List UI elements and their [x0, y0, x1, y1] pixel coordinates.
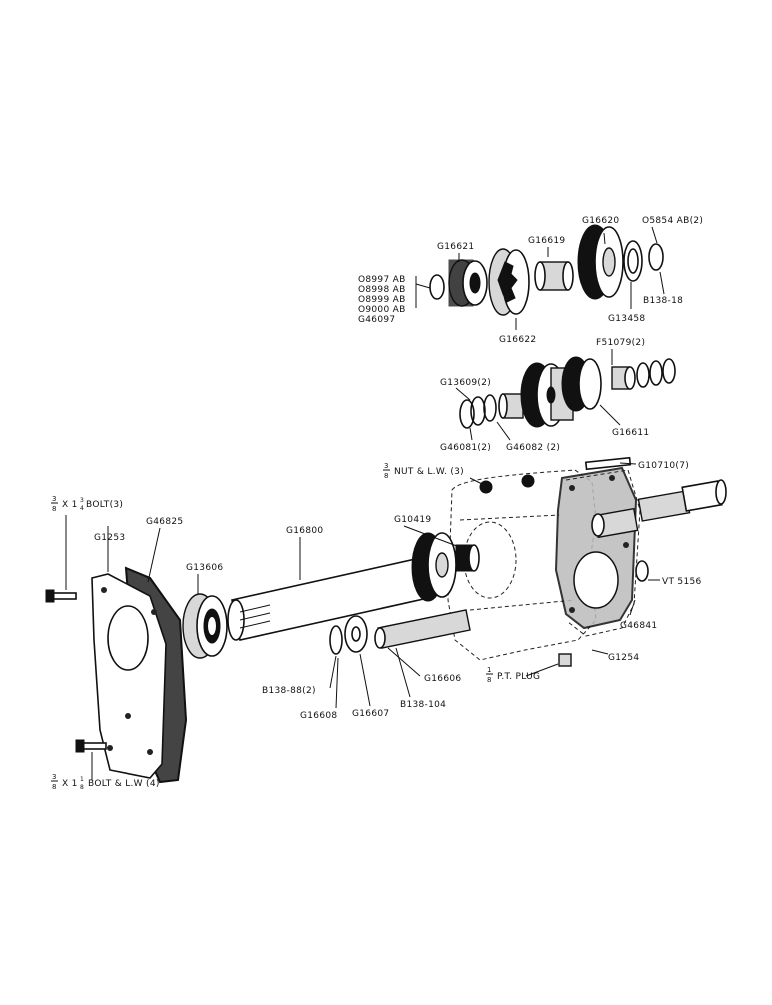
label-bolt4-fnum: 1 — [80, 776, 84, 783]
snap-ring-b138-18 — [648, 243, 664, 271]
label-bolt4-num: 3 — [52, 773, 57, 781]
label-bolt4-den: 8 — [52, 783, 57, 791]
label-b138-18: B138-18 — [643, 296, 683, 306]
label-g1253: G1253 — [94, 533, 125, 543]
label-bolt3-x: X 1 — [62, 500, 78, 510]
label-g46841: G46841 — [620, 621, 657, 631]
label-g16622: G16622 — [499, 335, 536, 345]
label-nut-num: 3 — [384, 462, 389, 470]
washer-g16608 — [329, 625, 343, 655]
label-g46082: G46082 (2) — [506, 443, 560, 453]
label-o9000: O9000 AB — [358, 305, 406, 315]
part-labels: G16620 O5854 AB(2) G16621 G16619 O8997 A… — [51, 216, 703, 791]
label-g16621: G16621 — [437, 242, 474, 252]
label-vt5156: VT 5156 — [662, 577, 702, 587]
bearing-g13458 — [623, 240, 643, 282]
label-g10710: G10710(7) — [638, 461, 689, 471]
label-g13606: G13606 — [186, 563, 223, 573]
bearing-g10419 — [455, 544, 480, 572]
bolt-upper — [45, 589, 77, 603]
label-nut: NUT & L.W. (3) — [394, 467, 464, 477]
plug — [558, 653, 572, 667]
gasket-g46841 — [554, 466, 638, 630]
label-g16619: G16619 — [528, 236, 565, 246]
roller-f51079 — [611, 366, 636, 390]
label-g46097: G46097 — [358, 315, 395, 325]
bearing-g13606 — [182, 593, 228, 659]
shaft-g16800 — [227, 557, 429, 641]
label-plug: P.T. PLUG — [497, 672, 540, 682]
label-bolt3-num: 3 — [52, 495, 57, 503]
label-bolt4-fden: 8 — [80, 784, 84, 791]
idler-shaft-g16606 — [374, 609, 471, 649]
label-bolt3-fden: 4 — [80, 505, 84, 512]
bolt-lower — [75, 739, 107, 753]
clutch-g16622 — [488, 248, 530, 316]
label-g13458: G13458 — [608, 314, 645, 324]
cover-g1253 — [91, 573, 167, 779]
label-f51079: F51079(2) — [596, 338, 645, 348]
washer-g16607 — [344, 615, 368, 653]
label-o8999: O8999 AB — [358, 295, 406, 305]
washer-g46082 — [483, 394, 497, 422]
washer-g46081 — [459, 396, 486, 429]
label-o8998: O8998 AB — [358, 285, 406, 295]
label-o8997: O8997 AB — [358, 275, 406, 285]
gear-cluster-g16611 — [520, 356, 602, 428]
label-o5854: O5854 AB(2) — [642, 216, 703, 226]
snap-ring-left — [429, 274, 445, 300]
label-bolt4: BOLT & L.W (4) — [88, 779, 160, 789]
label-bolt3-fnum: 3 — [80, 497, 84, 504]
roller-g13609 — [498, 393, 524, 419]
sleeve-g16619 — [534, 261, 574, 291]
leader-lines — [65, 226, 665, 780]
label-bolt4-x: X 1 — [62, 779, 78, 789]
label-g16620: G16620 — [582, 216, 619, 226]
label-g46825: G46825 — [146, 517, 183, 527]
label-g16606: G16606 — [424, 674, 461, 684]
output-shaft — [591, 479, 727, 539]
label-g46081: G46081(2) — [440, 443, 491, 453]
stud-g10710 — [584, 456, 632, 471]
transmission-case — [447, 469, 597, 661]
label-g16800: G16800 — [286, 526, 323, 536]
gear-g16620 — [577, 224, 624, 300]
nuts-3-8 — [479, 474, 535, 494]
rings-f51079 — [636, 358, 676, 388]
label-b138-88: B138-88(2) — [262, 686, 316, 696]
label-g16608: G16608 — [300, 711, 337, 721]
gear-g16621 — [448, 259, 488, 307]
label-bolt3-den: 8 — [52, 505, 57, 513]
label-plug-den: 8 — [487, 676, 492, 684]
label-g10419: G10419 — [394, 515, 431, 525]
label-plug-num: 1 — [487, 666, 492, 674]
label-g16607: G16607 — [352, 709, 389, 719]
seal-vt5156 — [635, 560, 649, 582]
label-b138-104: B138-104 — [400, 700, 446, 710]
label-g16611: G16611 — [612, 428, 649, 438]
label-bolt3: BOLT(3) — [86, 500, 123, 510]
label-g1254: G1254 — [608, 653, 639, 663]
label-nut-den: 8 — [384, 472, 389, 480]
label-g13609: G13609(2) — [440, 378, 491, 388]
